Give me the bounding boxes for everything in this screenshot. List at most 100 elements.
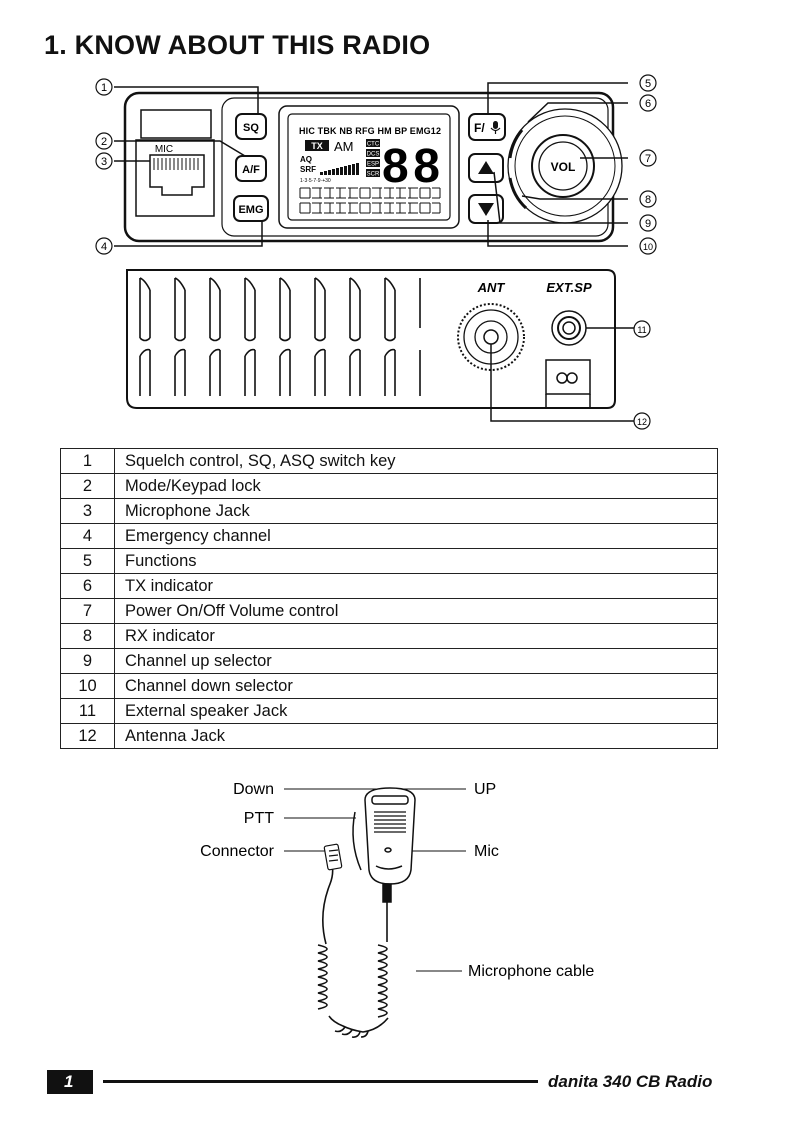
front-panel-diagram: MIC SQ A/F EMG HIC TBK NB RFG HM BP EMG1… — [95, 74, 657, 430]
emg-button-label: EMG — [238, 204, 263, 216]
ext-sp-label: EXT.SP — [546, 280, 592, 295]
antenna-jack[interactable] — [457, 303, 525, 371]
rear-panel — [126, 269, 616, 409]
lcd-esp: ESP — [366, 159, 380, 168]
footer-brand: danita 340 CB Radio — [548, 1072, 713, 1091]
callout-11: 11 — [637, 325, 646, 335]
part-description: Emergency channel — [114, 523, 718, 549]
rx-indicator — [508, 177, 528, 210]
channel-down-button[interactable] — [468, 194, 504, 224]
microphone-cable — [317, 863, 389, 1038]
part-number: 7 — [60, 598, 115, 624]
vol-label: VOL — [551, 160, 576, 174]
lcd-scr: SCR — [366, 169, 380, 178]
lcd-dot-matrix — [299, 187, 441, 214]
callout-9: 9 — [645, 218, 651, 230]
part-description: Channel up selector — [114, 648, 718, 674]
callout-6: 6 — [645, 98, 651, 110]
external-speaker-jack[interactable] — [551, 310, 587, 346]
part-number: 11 — [60, 698, 115, 724]
mic-cable-label: Microphone cable — [468, 963, 594, 980]
part-description: RX indicator — [114, 623, 718, 649]
part-description: Microphone Jack — [114, 498, 718, 524]
lcd-aq: AQ — [300, 155, 312, 164]
mic-icon — [490, 121, 501, 134]
mic-mic-label: Mic — [474, 843, 499, 860]
part-description: Antenna Jack — [114, 723, 718, 749]
ant-label: ANT — [477, 280, 506, 295]
part-description: Squelch control, SQ, ASQ switch key — [114, 448, 718, 474]
part-number: 2 — [60, 473, 115, 499]
channel-up-button[interactable] — [468, 153, 504, 183]
sq-button-label: SQ — [243, 122, 259, 134]
af-button-label: A/F — [242, 164, 260, 176]
part-number: 3 — [60, 498, 115, 524]
triangle-up-icon — [478, 161, 494, 174]
lcd-tx: TX — [311, 141, 323, 151]
lcd-ctc: CTC — [366, 139, 380, 148]
function-mic-button[interactable]: F/ — [468, 113, 506, 141]
callout-10: 10 — [643, 242, 653, 252]
part-description: Power On/Off Volume control — [114, 598, 718, 624]
svg-text:SCR: SCR — [367, 172, 380, 178]
callout-1: 1 — [101, 82, 107, 94]
part-number: 10 — [60, 673, 115, 699]
mic-jack-label: MIC — [155, 144, 173, 155]
emg-button[interactable]: EMG — [233, 195, 269, 222]
sq-button[interactable]: SQ — [235, 113, 267, 140]
part-number: 4 — [60, 523, 115, 549]
mic-connector-plug — [323, 843, 343, 871]
volume-knob[interactable]: VOL — [507, 108, 623, 224]
mic-ptt-label: PTT — [244, 810, 274, 827]
part-description: Channel down selector — [114, 673, 718, 699]
lcd-srf: SRF — [300, 165, 316, 174]
part-description: TX indicator — [114, 573, 718, 599]
callout-12: 12 — [637, 417, 647, 427]
part-description: Mode/Keypad lock — [114, 473, 718, 499]
part-number: 1 — [60, 448, 115, 474]
part-description: Functions — [114, 548, 718, 574]
callout-2: 2 — [101, 136, 107, 148]
handheld-microphone — [352, 787, 416, 903]
svg-text:DCS: DCS — [367, 152, 380, 158]
lcd-am: AM — [334, 139, 354, 154]
callout-5: 5 — [645, 78, 651, 90]
part-number: 9 — [60, 648, 115, 674]
lcd-top-row: HIC TBK NB RFG HM BP EMG12 — [299, 126, 441, 136]
callout-8: 8 — [645, 194, 651, 206]
callout-4: 4 — [101, 241, 107, 253]
triangle-down-icon — [478, 203, 494, 216]
mic-up-label: UP — [474, 781, 496, 798]
page-number: 1 — [47, 1070, 93, 1094]
callout-7: 7 — [645, 153, 651, 165]
footer-rule — [103, 1080, 538, 1083]
callout-3: 3 — [101, 156, 107, 168]
lcd-scale: 1·3·5·7·9·+30 — [300, 178, 331, 184]
mic-down-label: Down — [233, 781, 274, 798]
power-connector — [545, 359, 591, 409]
lcd-dcs: DCS — [366, 149, 380, 158]
svg-text:CTC: CTC — [367, 142, 380, 148]
page-title: 1. KNOW ABOUT THIS RADIO — [44, 30, 431, 60]
tx-indicator — [508, 129, 524, 159]
part-number: 5 — [60, 548, 115, 574]
part-description: External speaker Jack — [114, 698, 718, 724]
mic-connector-label: Connector — [200, 843, 274, 860]
part-number: 12 — [60, 723, 115, 749]
part-number: 8 — [60, 623, 115, 649]
af-button[interactable]: A/F — [235, 155, 267, 182]
part-number: 6 — [60, 573, 115, 599]
